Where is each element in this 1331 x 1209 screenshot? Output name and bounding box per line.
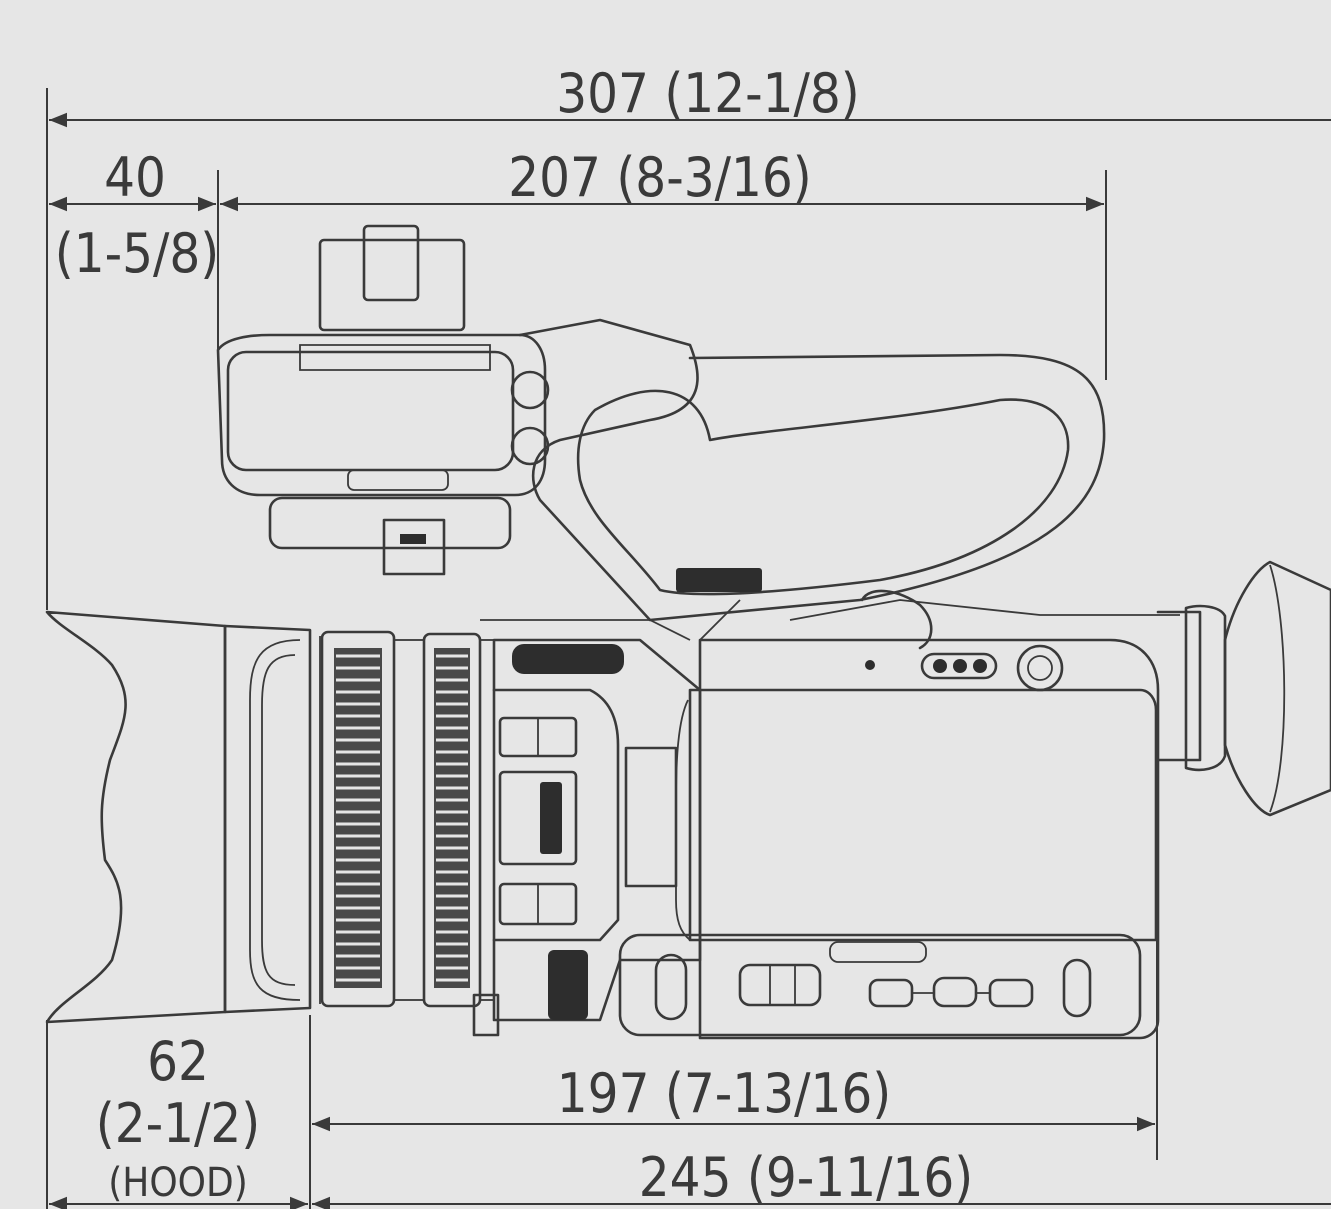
front-offset-in-label: (1-5/8) [55,222,220,285]
hood-in-label: (2-1/2) [96,1092,261,1155]
dimension-lines [49,112,1331,1209]
overall-length-label: 307 (12-1/8) [556,62,860,125]
handle-length-label: 207 (8-3/16) [508,146,812,209]
lens-hood [45,610,227,1024]
lens-to-back-label: 245 (9-11/16) [639,1146,973,1209]
hood-note-label: (HOOD) [108,1160,248,1206]
lens-barrel [223,624,321,1014]
mic-holder [216,224,550,576]
viewfinder-eyecup [1156,560,1331,817]
top-handle [518,318,1180,650]
lens-side-panel [472,638,702,1037]
camcorder-drawing [45,224,1331,1040]
camera-body [480,599,1160,1040]
dimension-labels: 307 (12-1/8) 207 (8-3/16) 40 (1-5/8) 62 … [55,62,974,1209]
focus-ring [320,630,425,1008]
zoom-ring [422,632,495,1008]
body-length-label: 197 (7-13/16) [557,1062,891,1125]
front-offset-mm-label: 40 [104,146,166,209]
hood-mm-label: 62 [147,1030,209,1093]
